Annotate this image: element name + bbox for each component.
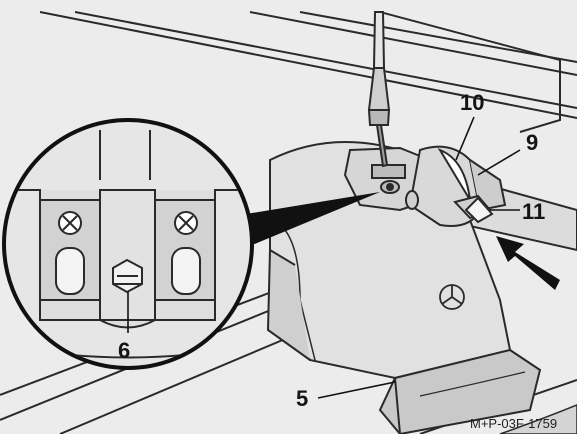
callout-part-11: 11 <box>522 199 545 224</box>
mercedes-star-icon <box>439 284 465 310</box>
leader-lines <box>127 116 521 399</box>
callout-part-6: 6 <box>118 338 130 363</box>
detail-magnifier <box>2 118 254 370</box>
magnifier-pointer <box>240 192 380 250</box>
callout-part-10: 10 <box>460 90 484 115</box>
mounting-slots <box>55 247 201 295</box>
phillips-screw-icon <box>58 211 198 235</box>
push-direction-arrow-icon <box>496 236 560 290</box>
figure-code: M+P-03F-1759 <box>470 416 557 431</box>
key-icon <box>453 194 494 224</box>
callout-part-5: 5 <box>296 386 308 411</box>
screwdriver-icon <box>367 11 391 168</box>
callout-part-9: 9 <box>526 130 538 155</box>
hex-bolt-icon <box>112 258 143 294</box>
